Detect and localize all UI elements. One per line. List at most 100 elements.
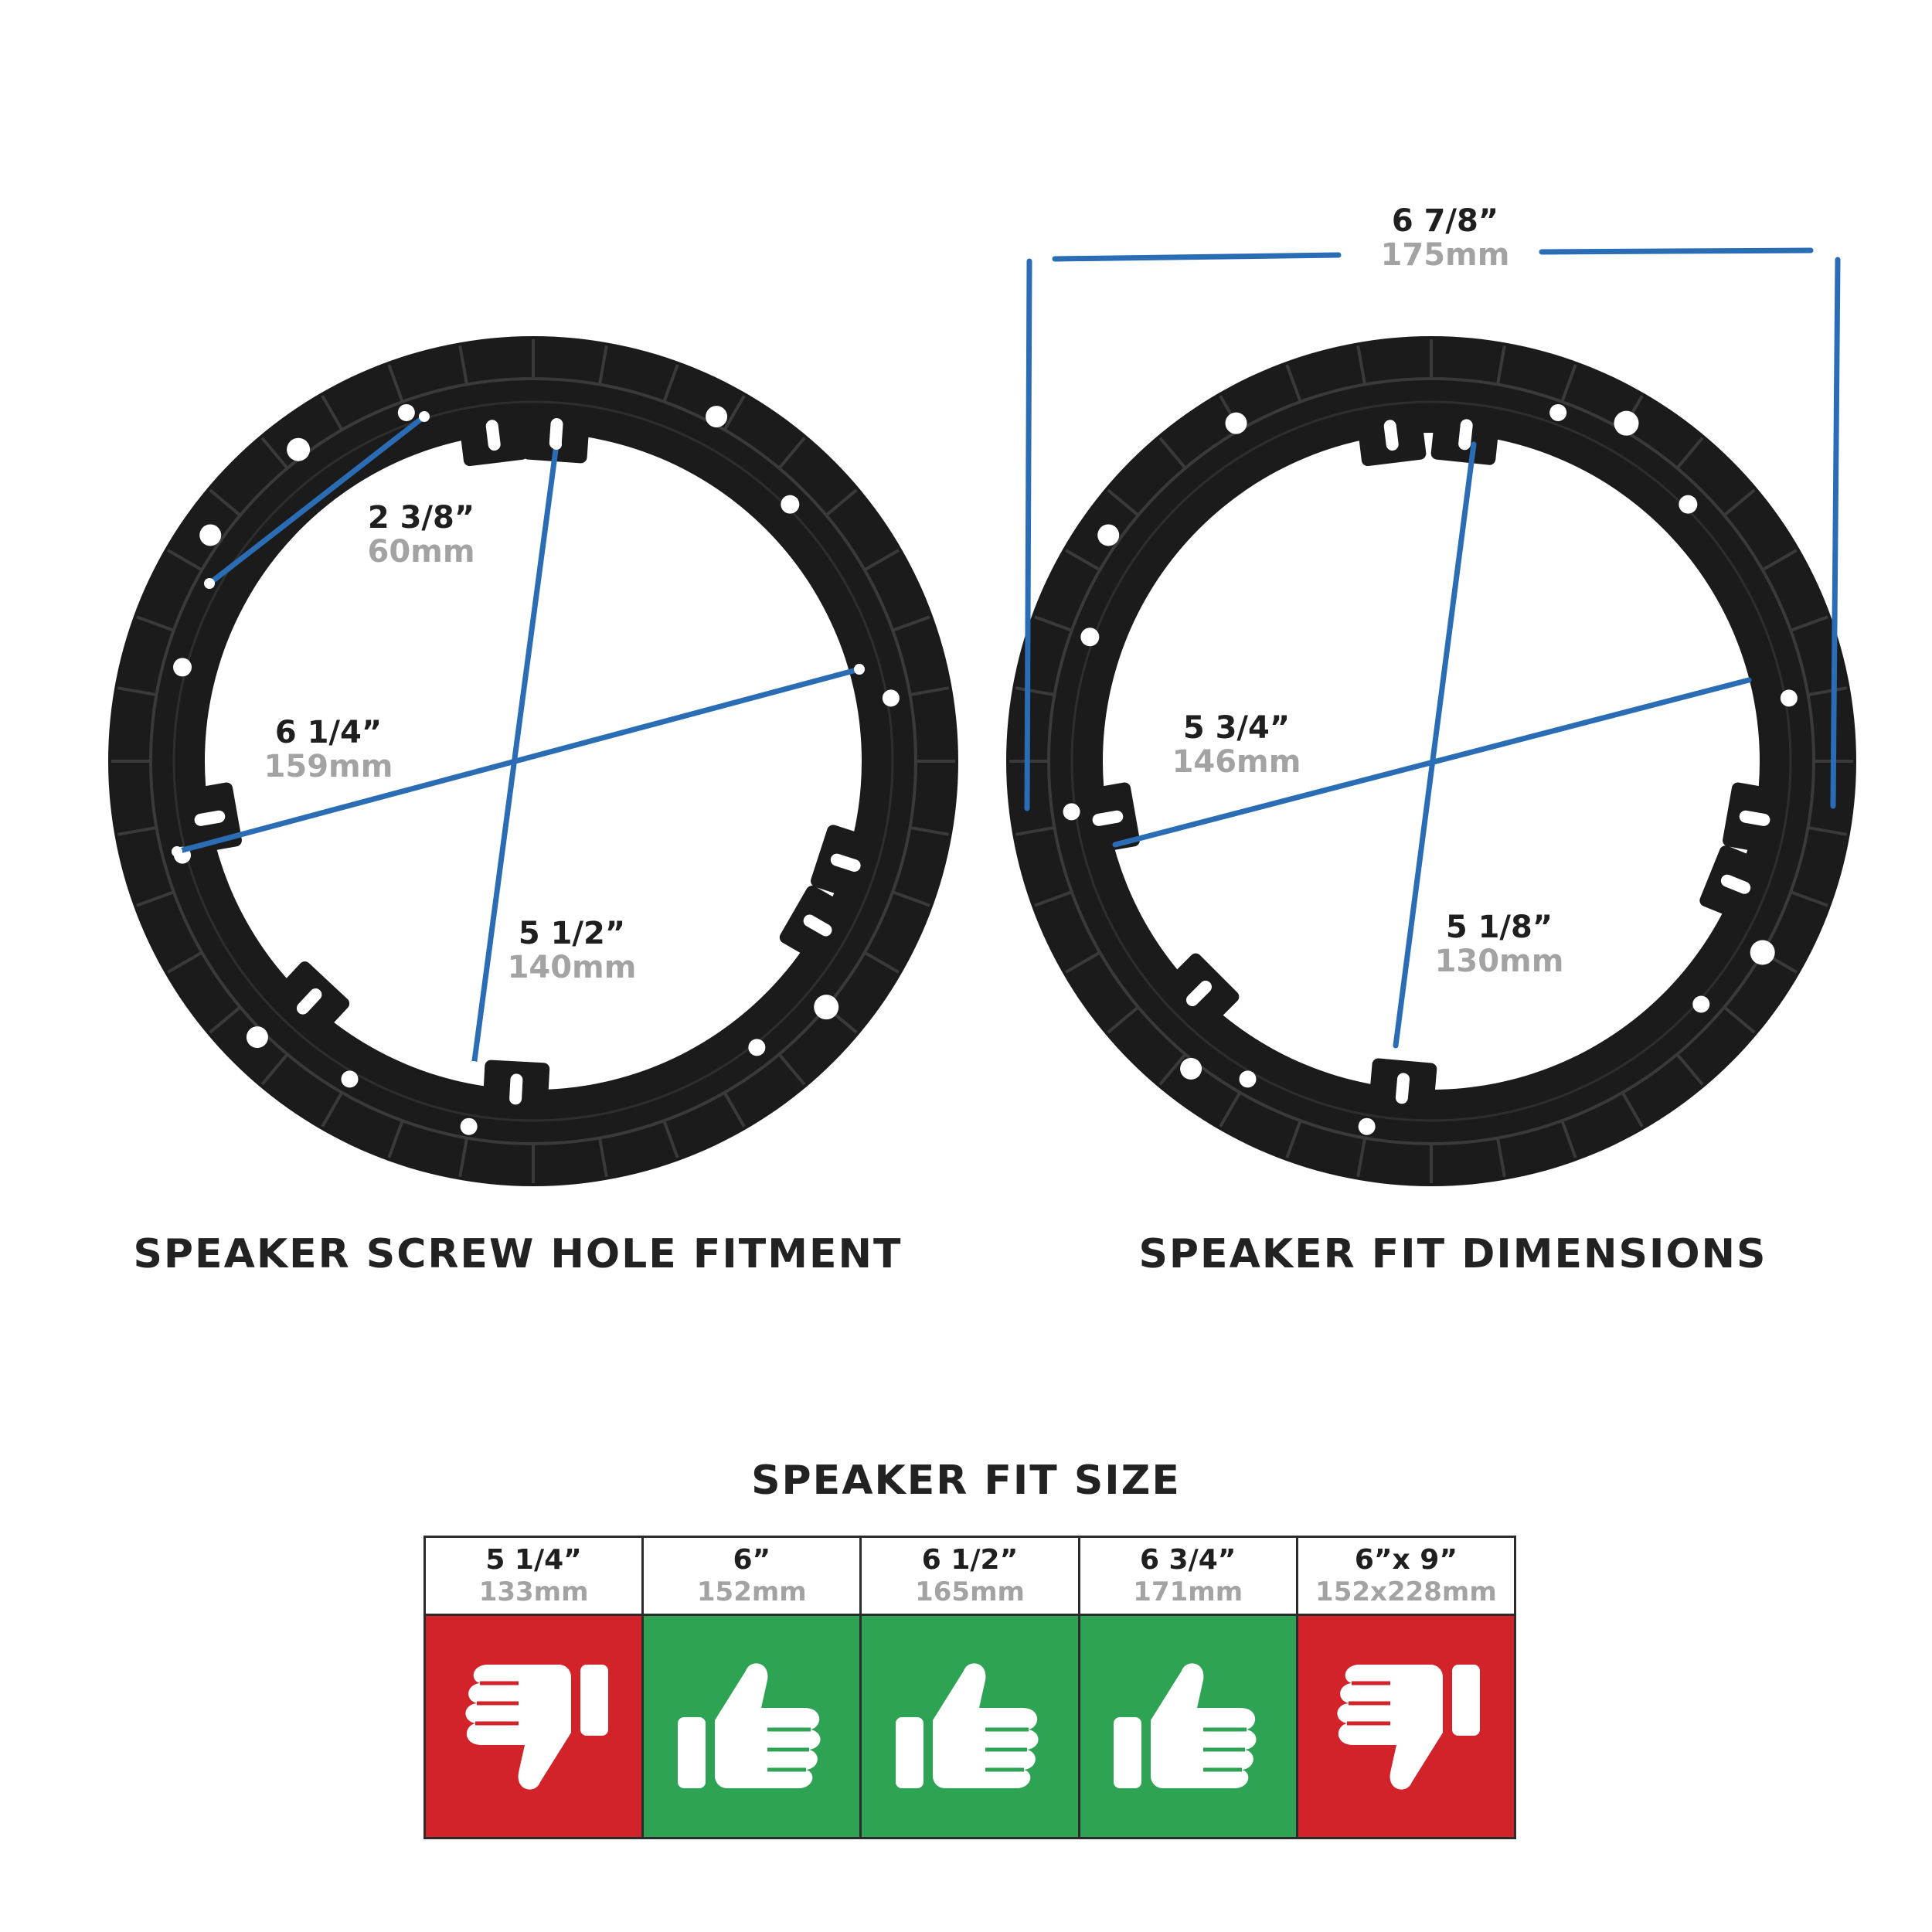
dimension-endpoint (419, 411, 430, 422)
right-ring-screw-hole (1692, 995, 1710, 1013)
left-ring-rib (321, 1091, 344, 1128)
right-ring-rib (1808, 686, 1848, 697)
left-ring-screw-hole (341, 1070, 359, 1088)
left-ring-tab-slot (194, 810, 226, 826)
right-ring-rib (1790, 890, 1828, 907)
left-ring-rib (136, 615, 175, 632)
left-ring-rib (892, 890, 930, 907)
left-ring-rib (117, 825, 157, 836)
label-fit-vertical: 5 1/8” 130mm (1391, 912, 1607, 977)
label-imperial: 6 7/8” (1391, 203, 1499, 239)
right-ring-tab-slot (1383, 420, 1399, 451)
left-ring-mount-tab (458, 406, 529, 467)
right-ring-tab-slot (1092, 810, 1124, 826)
right-ring-rib (1675, 1053, 1704, 1086)
adapter-ring-left (108, 336, 958, 1186)
right-ring-rib (1158, 437, 1187, 470)
thumbs-up-icon (677, 1663, 821, 1788)
fit-result-no (426, 1616, 642, 1837)
fit-column-header: 6”152mm (644, 1538, 860, 1616)
right-ring-mount-tab (1368, 1058, 1437, 1117)
fit-size-metric: 152x228mm (1315, 1577, 1497, 1607)
right-ring-rib (1015, 686, 1055, 697)
dimension-line-fit-outer-top-left (1052, 252, 1342, 262)
left-ring-rib (167, 549, 203, 572)
fit-column: 6 3/4”171mm (1080, 1538, 1298, 1837)
right-ring-tab-slot (1739, 810, 1770, 826)
right-ring-mount-tab (1723, 782, 1786, 854)
left-ring-rib (458, 1138, 469, 1178)
right-ring-rib (1065, 951, 1101, 974)
right-ring-mount-tab (1699, 845, 1770, 923)
left-ring-rib (825, 488, 858, 517)
right-ring-tab-slot (1720, 874, 1751, 894)
dimension-line-fit-vertical (1393, 441, 1477, 1049)
left-ring-screw-hole (748, 1039, 766, 1056)
right-ring-rib (1107, 488, 1140, 517)
right-ring-rib (1761, 549, 1798, 572)
left-ring-rib (458, 345, 469, 385)
right-ring-rib (1495, 1138, 1506, 1178)
right-ring-screw-hole (1097, 524, 1120, 546)
left-ring-rib (777, 1053, 806, 1086)
fit-size-imperial: 6 1/2” (921, 1544, 1019, 1576)
right-ring-rib (1356, 1138, 1367, 1178)
left-ring-screw-hole (287, 437, 311, 461)
left-ring-rib (209, 488, 242, 517)
label-screw-diameter: 6 1/4” 159mm (213, 717, 444, 782)
right-ring-rib (1034, 890, 1073, 907)
left-ring-rib (260, 1053, 289, 1086)
dimension-line-fit-outer-left-tick (1024, 258, 1032, 811)
right-ring-mount-tab (1430, 405, 1500, 465)
right-ring-screw-hole (1679, 495, 1698, 514)
right-ring-rib (1723, 1005, 1756, 1034)
right-ring-rib (1495, 345, 1506, 385)
thumbs-up-icon (896, 1663, 1039, 1788)
right-ring-rib (1621, 1091, 1644, 1128)
right-ring-tab-slot (1395, 1073, 1410, 1104)
label-screw-spacing: 2 3/8” 60mm (313, 502, 529, 567)
left-ring-rib (723, 395, 746, 431)
left-ring-screw-hole (199, 524, 222, 546)
right-ring-inner-ridge (1070, 400, 1792, 1122)
right-ring-screw-hole (1549, 403, 1567, 421)
fit-result-yes (1080, 1616, 1296, 1837)
right-ring-screw-hole (1614, 410, 1639, 436)
right-ring-screw-hole (1358, 1117, 1376, 1135)
fit-column-header: 6”x 9”152x228mm (1298, 1538, 1515, 1616)
fit-size-metric: 133mm (478, 1577, 589, 1607)
right-ring-rib (1107, 1005, 1140, 1034)
fit-result-no (1298, 1616, 1515, 1837)
left-ring-mount-tab (482, 1060, 550, 1117)
right-ring-screw-hole (1063, 803, 1080, 821)
dimension-lines (172, 247, 1841, 1072)
left-ring-rib (723, 1091, 746, 1128)
fit-size-imperial: 6 3/4” (1139, 1544, 1236, 1576)
dimension-endpoint (854, 664, 865, 675)
dimension-endpoint (172, 846, 182, 857)
left-ring-rib (597, 345, 608, 385)
right-ring-rib (1285, 364, 1302, 403)
left-ring-rib (892, 615, 930, 632)
left-ring-rib (597, 1138, 608, 1178)
left-ring-rib (910, 686, 950, 697)
right-ring-rib (1285, 1120, 1302, 1158)
right-ring-screw-hole (1750, 940, 1775, 965)
label-imperial: 6 1/4” (274, 715, 383, 750)
label-metric: 140mm (507, 950, 637, 985)
dimension-line-screw-diameter (174, 666, 862, 855)
right-ring-rib (1356, 345, 1367, 385)
dimension-line-fit-outer-right-tick (1830, 257, 1841, 809)
fit-column-header: 5 1/4”133mm (426, 1538, 642, 1616)
fit-size-imperial: 6”x 9” (1354, 1544, 1458, 1576)
dimension-line-screw-vertical (471, 441, 560, 1070)
left-ring-mount-tab (811, 825, 879, 900)
left-ring-rib (117, 686, 157, 697)
dimension-endpoint (468, 1061, 479, 1072)
left-ring-rib (863, 951, 900, 974)
label-fit-outer: 6 7/8” 175mm (1337, 206, 1553, 270)
fit-size-imperial: 5 1/4” (485, 1544, 582, 1576)
right-ring-mount-tab (1356, 406, 1427, 467)
left-ring-screw-hole (706, 406, 728, 428)
